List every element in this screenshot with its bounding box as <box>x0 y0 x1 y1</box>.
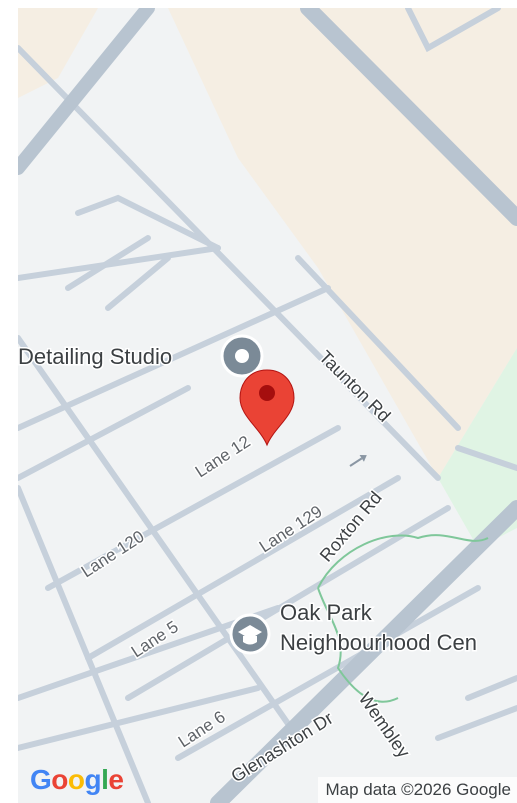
urban-area-top-left <box>18 8 98 98</box>
poi-label-oak-park-line1: Oak Park <box>280 600 373 625</box>
map-canvas[interactable]: Taunton Rd Roxton Rd Glenashton Dr Wembl… <box>18 8 517 803</box>
place-pin-icon <box>220 334 264 378</box>
poi-label-detailing-studio: Detailing Studio <box>18 344 172 369</box>
logo-letter: g <box>84 764 102 795</box>
map-tiles: Taunton Rd Roxton Rd Glenashton Dr Wembl… <box>18 8 517 803</box>
map-attribution[interactable]: Map data ©2026 Google <box>317 777 517 803</box>
red-location-marker-icon[interactable] <box>239 369 295 447</box>
logo-letter: e <box>108 764 124 795</box>
road-label-lane-12x: Lane 12 <box>192 432 254 481</box>
road-label-wembley: Wembley <box>355 689 414 762</box>
road-label-lane-120: Lane 120 <box>78 527 148 582</box>
urban-area <box>168 8 517 478</box>
major-roads <box>18 8 517 803</box>
minor-roads <box>18 8 517 803</box>
logo-letter: o <box>51 764 68 795</box>
poi-label-oak-park-line2: Neighbourhood Cen <box>280 630 477 655</box>
poi-oak-park[interactable]: Oak Park Neighbourhood Cen <box>229 599 478 657</box>
school-icon <box>229 613 271 655</box>
poi-detailing-studio[interactable]: Detailing Studio <box>18 334 264 378</box>
park-outline <box>317 534 489 703</box>
google-logo[interactable]: G o o g l e <box>30 764 124 796</box>
logo-letter: G <box>30 764 52 795</box>
park-area <box>438 348 517 548</box>
logo-letter: l <box>101 764 109 795</box>
logo-letter: o <box>67 764 85 795</box>
road-label-lane-5: Lane 5 <box>128 617 182 661</box>
one-way-arrow-icon <box>349 455 367 467</box>
